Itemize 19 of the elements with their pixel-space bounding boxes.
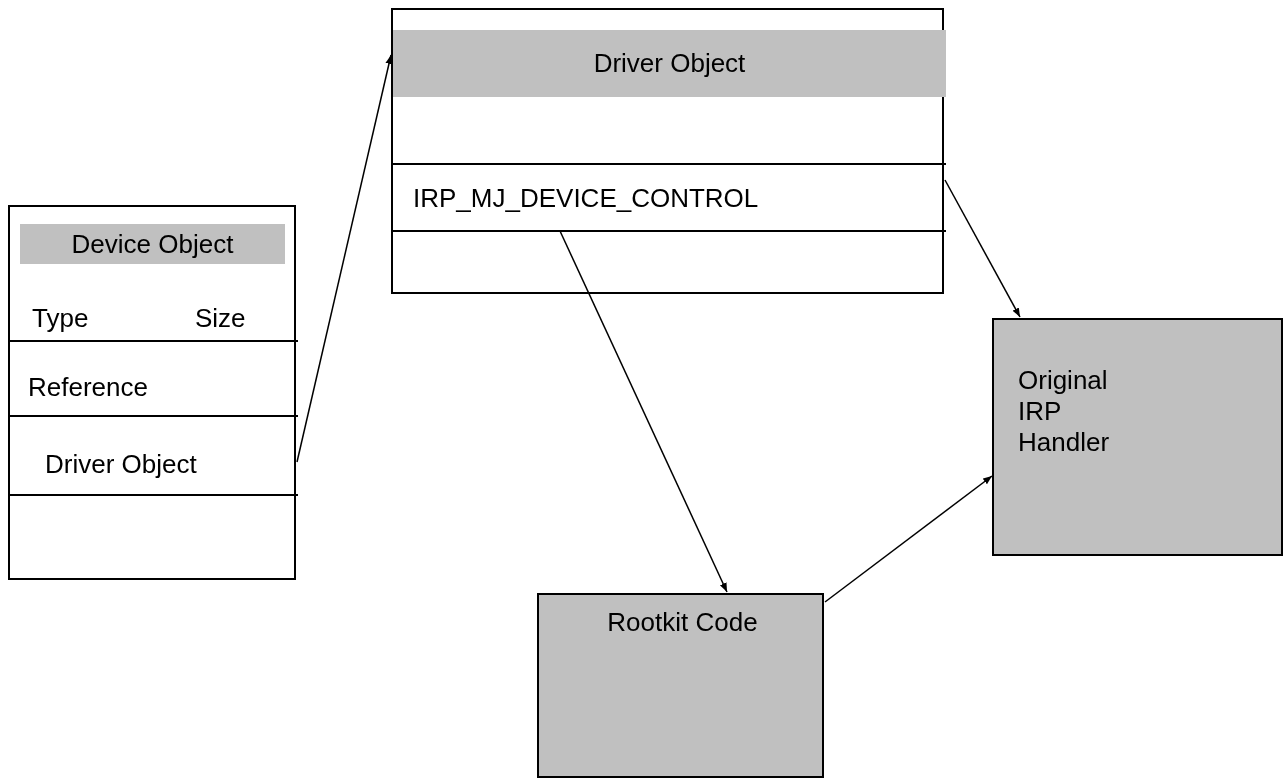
code-box [992, 318, 1283, 556]
field-name: Size [195, 303, 246, 334]
code-box [537, 593, 824, 778]
table-row [10, 415, 298, 496]
box-label: Original IRP Handler [1018, 365, 1111, 458]
struct-table [8, 205, 296, 580]
arrow [824, 475, 993, 603]
struct-table [391, 8, 944, 294]
arrow [944, 179, 1021, 318]
arrow [559, 230, 728, 593]
arrow [296, 54, 393, 463]
field-name: IRP_MJ_DEVICE_CONTROL [413, 183, 759, 214]
table-row [393, 163, 946, 232]
field-name: Driver Object [45, 449, 197, 480]
struct-heading: Device Object [20, 224, 285, 264]
box-label: Rootkit Code [606, 607, 759, 638]
field-name: Type [32, 303, 89, 334]
struct-heading: Driver Object [393, 30, 946, 97]
field-name: Reference [28, 372, 148, 403]
